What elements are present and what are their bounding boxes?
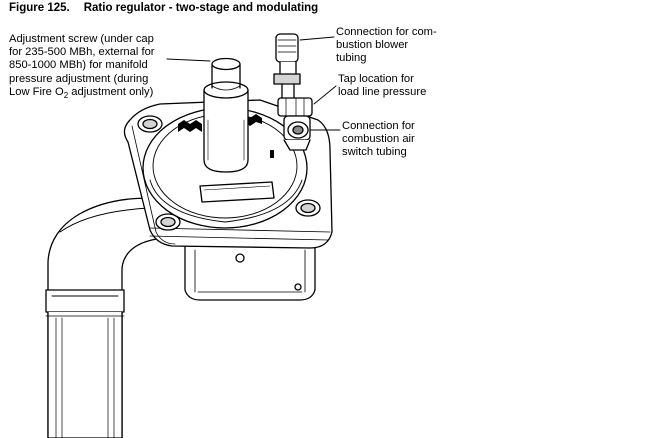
low-fire-suffix: adjustment only) <box>68 85 154 98</box>
figure-caption: Ratio regulator - two-stage and modulati… <box>83 2 319 14</box>
leader-lines <box>166 36 341 131</box>
callout-adjustment-screw: Adjustment screw (under cap for 235-500 … <box>9 33 155 102</box>
blower-tubing-line-3: tubing <box>336 52 367 65</box>
blower-tubing-line-1: Connection for com- <box>336 26 437 38</box>
label-plate <box>199 181 275 203</box>
gas-pipe <box>45 197 166 438</box>
adjustment-screw-line-1: Adjustment screw (under cap <box>9 33 154 45</box>
figure-title: Figure 125. Ratio regulator - two-stage a… <box>9 2 318 14</box>
tap-location-line-1: Tap location for <box>338 73 414 85</box>
leader-adjustment-screw <box>166 58 211 62</box>
figure-number: Figure 125. <box>9 2 70 14</box>
blower-tubing-line-2: bustion blower <box>336 39 409 52</box>
o2-subscript: 2 <box>63 91 69 101</box>
air-switch-line-3: switch tubing <box>342 146 407 159</box>
air-switch-line-1: Connection for <box>342 120 415 132</box>
callout-tap-location: Tap location for load line pressure <box>338 73 426 99</box>
corner-screws <box>137 115 321 231</box>
callout-air-switch: Connection for combustion air switch tub… <box>342 120 415 160</box>
valve-body <box>184 245 316 301</box>
callout-blower-tubing: Connection for com- bustion blower tubin… <box>336 26 437 66</box>
adjustment-screw-line-4: pressure adjustment (during <box>9 72 149 85</box>
air-switch-line-2: combustion air <box>342 133 415 146</box>
leader-tap-location <box>313 85 337 105</box>
low-fire-prefix: Low Fire O <box>9 85 64 98</box>
adjustment-screw-line-2: for 235-500 MBh, external for <box>9 46 155 59</box>
adjustment-tower <box>203 57 249 173</box>
tubing-fittings <box>273 33 313 151</box>
adjustment-screw-line-3: 850-1000 MBh) for manifold <box>9 59 148 72</box>
adjustment-screw-line-5: Low Fire O2 adjustment only) <box>9 86 155 102</box>
tap-location-line-2: load line pressure <box>338 86 427 99</box>
leader-blower-tubing <box>299 36 335 41</box>
